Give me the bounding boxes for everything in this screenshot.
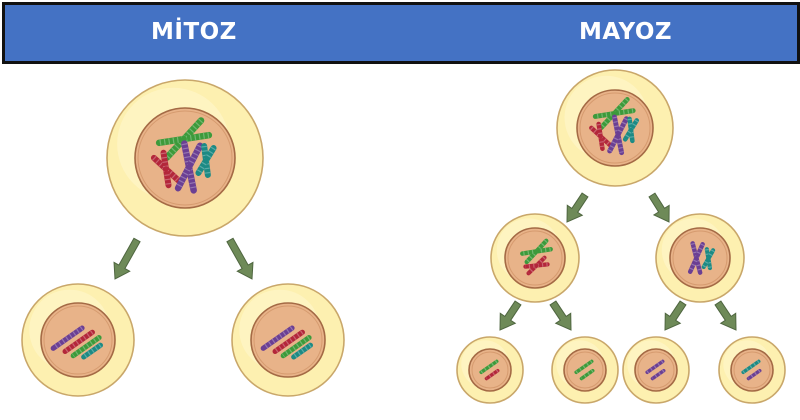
division-arrow <box>566 192 589 223</box>
division-arrow <box>113 237 141 280</box>
division-arrow <box>549 300 572 331</box>
chromosome <box>272 329 305 354</box>
meiosis-ii-cell <box>551 336 619 404</box>
chromosome <box>520 238 553 265</box>
nucleus <box>634 348 678 392</box>
chromosome <box>741 359 761 375</box>
mitosis-parent-cell <box>106 79 264 237</box>
meiosis-ii-cell <box>456 336 524 404</box>
meiosis-ii-cell <box>718 336 786 404</box>
chromosome <box>50 325 85 351</box>
meiosis-title: MAYOZ <box>579 19 673 45</box>
meiosis-i-cell <box>490 213 580 303</box>
chromosome <box>81 342 103 360</box>
nucleus <box>468 348 512 392</box>
nucleus <box>730 348 774 392</box>
mitosis-daughter-cell <box>231 283 345 397</box>
mitosis-title: MİTOZ <box>151 19 237 45</box>
chromosome <box>579 368 595 381</box>
meiosis-i-cell <box>655 213 745 303</box>
chromosome <box>687 241 705 275</box>
chromosome <box>484 368 500 381</box>
meiosis-ii-cell <box>622 336 690 404</box>
chromosome <box>155 117 213 161</box>
chromosome <box>645 359 665 375</box>
meiosis-parent-cell <box>556 69 674 187</box>
chromosome <box>174 140 204 194</box>
chromosome <box>701 247 716 271</box>
division-arrow <box>226 237 254 280</box>
chromosome <box>650 368 666 381</box>
division-arrow <box>714 300 737 331</box>
chromosome <box>62 329 95 354</box>
chromosome <box>260 325 295 351</box>
chromosome <box>592 97 636 131</box>
nucleus <box>669 227 731 289</box>
chromosome <box>523 255 550 276</box>
chromosome <box>746 368 762 381</box>
arrows-layer <box>113 192 737 331</box>
nucleus <box>563 348 607 392</box>
cells-layer <box>21 69 786 404</box>
mitosis-daughter-cell <box>21 283 135 397</box>
chromosome <box>607 114 629 156</box>
chromosome <box>195 143 217 178</box>
chromosome <box>280 335 312 359</box>
chromosome <box>150 149 182 189</box>
division-arrow <box>664 300 687 331</box>
nucleus <box>504 227 566 289</box>
chromosome <box>574 359 594 375</box>
chromosome <box>479 359 499 375</box>
title-bar: MİTOZ MAYOZ <box>2 2 800 64</box>
division-arrow <box>499 300 522 331</box>
division-arrow <box>648 192 670 223</box>
chromosome <box>622 116 639 144</box>
chromosome <box>589 121 613 151</box>
chromosome <box>70 335 102 359</box>
chromosome <box>291 342 313 360</box>
